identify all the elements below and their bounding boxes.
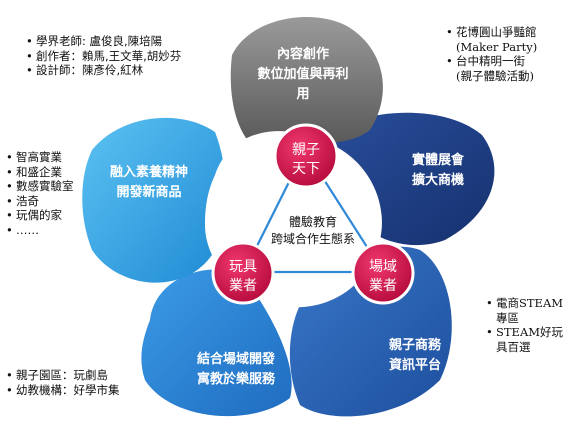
note-item: 創作者：賴馬,王文華,胡妙芬 — [26, 49, 181, 64]
note-item: 花博圓山爭豔館 — [446, 25, 537, 40]
note-item: 幼教機構：好學市集 — [6, 383, 120, 398]
petal-top — [230, 16, 383, 152]
notes-top-left: 學界老師: 盧俊良,陳培陽 創作者：賴馬,王文華,胡妙芬 設計師：陳彥伶,紅林 — [26, 34, 181, 78]
note-item-continued: 專區 — [496, 310, 519, 325]
notes-bottom-left: 親子園區：玩劇島 幼教機構：好學市集 — [6, 368, 120, 397]
note-item-continued: (Maker Party) — [456, 39, 538, 54]
note-item: 親子園區：玩劇島 — [6, 368, 120, 383]
note-item: …… — [6, 223, 74, 238]
petal-bottom-left — [141, 269, 292, 417]
triangle-connector — [242, 147, 386, 274]
note-item: 電商STEAM — [486, 296, 563, 311]
note-item-continued: (親子體驗活動) — [456, 68, 534, 83]
note-item: 和盛企業 — [6, 165, 74, 180]
node-top — [273, 123, 339, 189]
node-left — [211, 241, 275, 305]
petal-left — [82, 117, 226, 283]
note-item: STEAM好玩 — [486, 325, 563, 340]
note-item: 玩偶的家 — [6, 208, 74, 223]
note-item: 學界老師: 盧俊良,陳培陽 — [26, 34, 181, 49]
note-item: 智高實業 — [6, 150, 74, 165]
notes-left: 智高實業 和盛企業 數感實驗室 浩奇 玩偶的家 …… — [6, 150, 74, 237]
note-item: 浩奇 — [6, 194, 74, 209]
notes-top-right: 花博圓山爭豔館 (Maker Party) 台中精明一街 (親子體驗活動) — [446, 25, 537, 83]
note-item: 台中精明一街 — [446, 54, 537, 69]
notes-bottom-right: 電商STEAM 專區 STEAM好玩 具百選 — [486, 296, 563, 354]
note-item: 設計師：陳彥伶,紅林 — [26, 63, 181, 78]
note-item: 數感實驗室 — [6, 179, 74, 194]
note-item-continued: 具百選 — [496, 339, 531, 354]
node-right — [351, 241, 415, 305]
